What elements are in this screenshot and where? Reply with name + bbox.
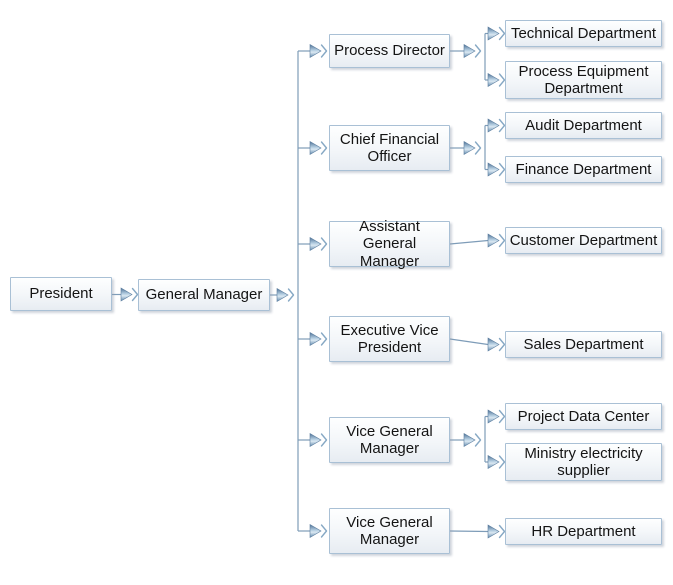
node-vice-general-manager-1: Vice General Manager bbox=[329, 417, 450, 463]
arrow-icon bbox=[463, 140, 482, 156]
arrow-icon bbox=[487, 337, 506, 352]
node-assistant-general-manager: Assistant General Manager bbox=[329, 218, 450, 270]
arrow-icon bbox=[487, 162, 506, 177]
arrow-icon bbox=[309, 331, 328, 347]
node-chief-financial-officer: Chief Financial Officer bbox=[329, 125, 450, 171]
arrow-icon bbox=[309, 140, 328, 156]
trunk-branch-vice-gm-1 bbox=[298, 432, 328, 448]
trunk-branch-exec-vp bbox=[298, 331, 328, 347]
arrow-icon bbox=[487, 524, 506, 539]
node-label: Finance Department bbox=[515, 160, 652, 178]
node-label: President bbox=[29, 285, 93, 303]
arrow-icon bbox=[487, 233, 506, 248]
node-label: General Manager bbox=[145, 286, 263, 304]
connector-assistant-gm-customer bbox=[449, 233, 506, 248]
trunk-branch-process-director bbox=[298, 43, 328, 59]
node-president: President bbox=[10, 277, 112, 311]
node-label: Audit Department bbox=[525, 116, 642, 134]
node-label: Process Director bbox=[334, 42, 445, 60]
connector-cfo-children bbox=[450, 118, 506, 177]
node-label: Vice General Manager bbox=[346, 513, 433, 548]
node-audit-department: Audit Department bbox=[505, 112, 662, 139]
arrow-icon bbox=[120, 287, 139, 302]
node-project-data-center: Project Data Center bbox=[505, 403, 662, 430]
arrow-icon bbox=[487, 454, 506, 470]
arrow-icon bbox=[463, 432, 482, 448]
trunk-branch-assistant-gm bbox=[298, 236, 328, 252]
node-label: Assistant General Manager bbox=[359, 218, 420, 270]
arrow-icon bbox=[487, 26, 506, 41]
arrow-icon bbox=[463, 43, 482, 59]
connector-exec-vp-sales bbox=[449, 337, 506, 352]
node-label: Chief Financial Officer bbox=[339, 130, 440, 165]
arrow-icon bbox=[276, 287, 295, 303]
connector-president-gm bbox=[112, 287, 139, 302]
connector-vice-gm-2-hr bbox=[449, 524, 506, 539]
connector-process-director-children bbox=[450, 26, 506, 88]
node-executive-vice-president: Executive Vice President bbox=[329, 316, 450, 362]
node-customer-department: Customer Department bbox=[505, 227, 662, 254]
arrow-icon bbox=[309, 432, 328, 448]
node-label: Process Equipment Department bbox=[518, 62, 649, 97]
arrow-icon bbox=[309, 523, 328, 539]
node-sales-department: Sales Department bbox=[505, 331, 662, 358]
trunk-branch-vice-gm-2 bbox=[298, 523, 328, 539]
node-label: Vice General Manager bbox=[346, 422, 433, 457]
arrow-icon bbox=[309, 43, 328, 59]
node-label: HR Department bbox=[531, 522, 636, 540]
arrow-icon bbox=[487, 118, 506, 133]
node-process-director: Process Director bbox=[329, 34, 450, 68]
node-ministry-electricity-supplier: Ministry electricity supplier bbox=[505, 443, 662, 481]
arrow-icon bbox=[309, 236, 328, 252]
node-vice-general-manager-2: Vice General Manager bbox=[329, 508, 450, 554]
node-technical-department: Technical Department bbox=[505, 20, 662, 47]
node-hr-department: HR Department bbox=[505, 518, 662, 545]
arrow-icon bbox=[487, 409, 506, 424]
node-label: Ministry electricity supplier bbox=[524, 444, 643, 479]
node-general-manager: General Manager bbox=[138, 279, 270, 311]
node-finance-department: Finance Department bbox=[505, 156, 662, 183]
node-label: Sales Department bbox=[523, 335, 644, 353]
arrow-icon bbox=[487, 72, 506, 88]
node-process-equipment-department: Process Equipment Department bbox=[505, 61, 662, 99]
node-label: Customer Department bbox=[509, 231, 658, 249]
node-label: Technical Department bbox=[510, 24, 657, 42]
node-label: Project Data Center bbox=[517, 407, 650, 425]
connector-gm-trunk bbox=[270, 287, 295, 303]
trunk-branch-cfo bbox=[298, 140, 328, 156]
connector-vice-gm-1-children bbox=[450, 409, 506, 470]
node-label: Executive Vice President bbox=[340, 321, 439, 356]
